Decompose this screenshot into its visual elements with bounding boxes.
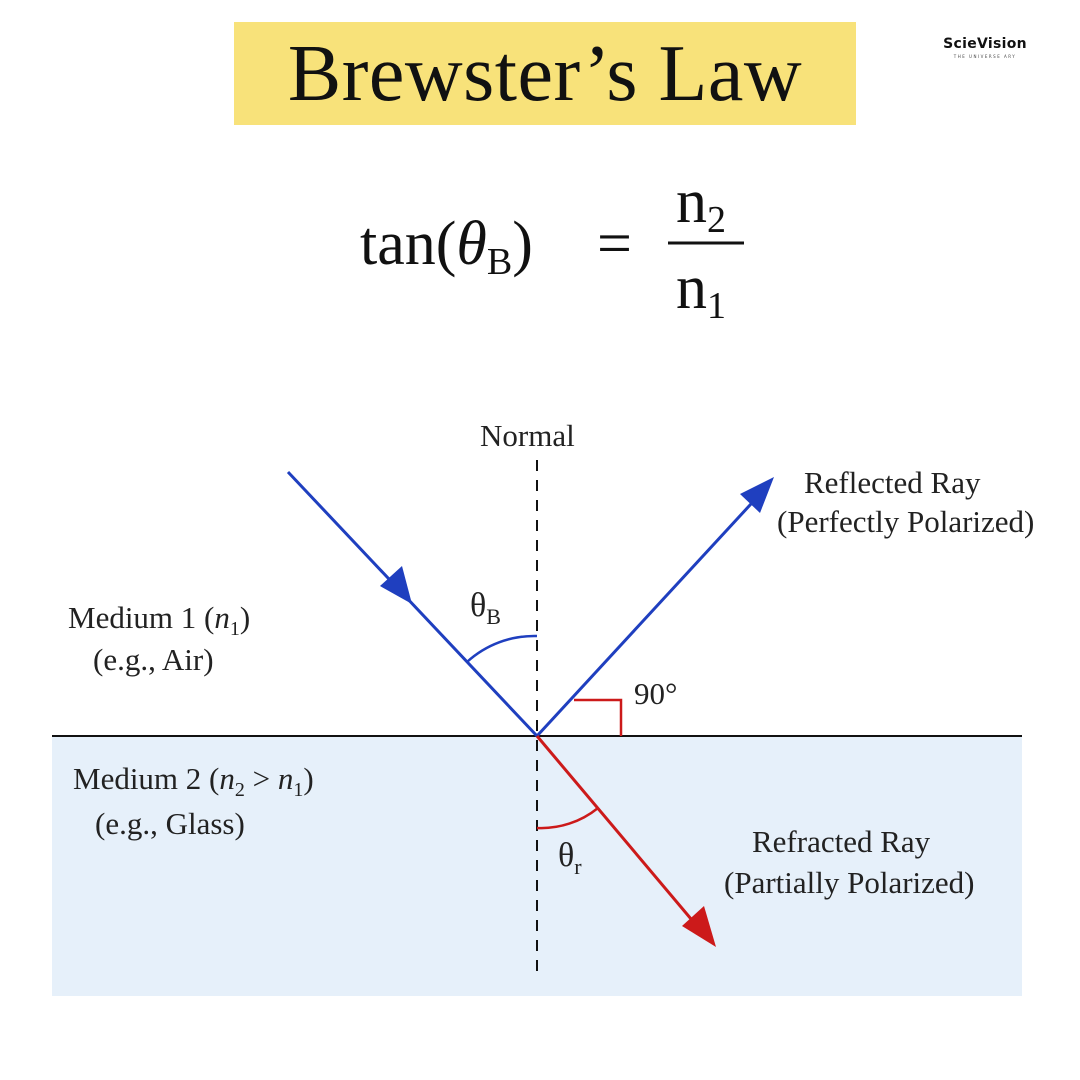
equation-numerator: n2 bbox=[676, 168, 726, 241]
incident-ray bbox=[286, 470, 539, 738]
title-banner: Brewster’s Law bbox=[234, 22, 856, 125]
medium-1-example: (e.g., Air) bbox=[93, 642, 214, 677]
refracted-ray-label: Refracted Ray bbox=[752, 824, 931, 859]
theta-b-label: θB bbox=[470, 587, 501, 629]
theta-b-arc bbox=[466, 634, 538, 663]
normal-label: Normal bbox=[480, 418, 575, 453]
reflected-arrow bbox=[740, 477, 774, 513]
logo-name: ScieVision bbox=[943, 36, 1027, 52]
equation-denominator: n1 bbox=[676, 254, 726, 327]
medium-2-example: (e.g., Glass) bbox=[95, 806, 245, 841]
refracted-ray-sublabel: (Partially Polarized) bbox=[724, 865, 975, 900]
equation-tan: tan(θB) bbox=[360, 210, 533, 283]
page-title: Brewster’s Law bbox=[287, 29, 803, 118]
right-angle-label: 90° bbox=[634, 676, 677, 711]
theta-r-arc bbox=[536, 807, 599, 830]
logo-tagline: THE UNIVERSE ARY bbox=[953, 54, 1017, 59]
reflected-ray bbox=[535, 490, 764, 738]
theta-r-label: θr bbox=[558, 837, 582, 879]
equation-equals: = bbox=[597, 210, 632, 278]
brand-logo: ScieVision THE UNIVERSE ARY bbox=[930, 36, 1040, 59]
incident-arrow bbox=[380, 566, 412, 604]
reflected-ray-sublabel: (Perfectly Polarized) bbox=[777, 504, 1034, 539]
refracted-arrow bbox=[682, 906, 716, 947]
medium-2-label: Medium 2 (n2 > n1) bbox=[73, 761, 314, 801]
refracted-ray bbox=[535, 735, 704, 933]
medium-1-label: Medium 1 (n1) bbox=[68, 600, 250, 640]
right-angle-mark bbox=[574, 698, 623, 736]
reflected-ray-label: Reflected Ray bbox=[804, 465, 981, 500]
brewster-equation: tan(θB) = n2 n1 bbox=[360, 168, 744, 327]
